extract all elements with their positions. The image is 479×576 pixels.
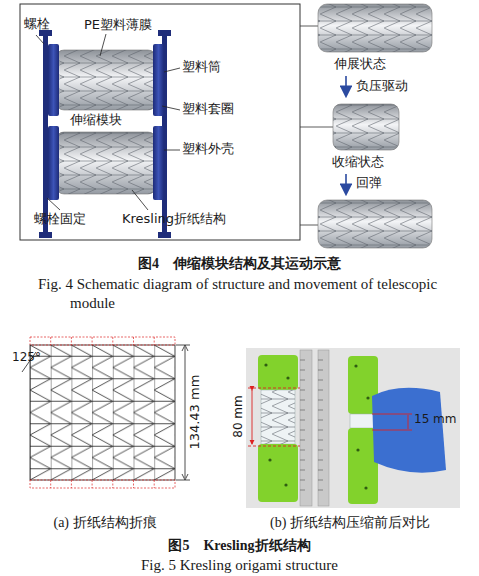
contracted-state — [333, 104, 399, 150]
action-label: 负压驱动 — [356, 78, 436, 94]
state-arrow — [345, 76, 347, 95]
part-label: 塑料套圈 — [182, 101, 262, 117]
figure-frame — [20, 4, 300, 240]
part-label: 塑料外壳 — [182, 141, 262, 157]
part-label: 螺栓 — [24, 16, 64, 32]
part-label: 螺栓固定 — [34, 211, 114, 227]
figure-caption: 图5 Kresling折纸结构 — [0, 537, 479, 555]
dimension-label: 134.43 mm — [187, 367, 203, 457]
leader-lines — [36, 34, 180, 210]
angle-label: 125° — [12, 350, 52, 365]
part-label: Kresling折纸结构 — [122, 211, 262, 227]
figure-caption: 图4 伸缩模块结构及其运动示意 — [0, 255, 479, 273]
compression-photo — [246, 348, 460, 508]
figure-caption: Fig. 5 Kresling origami structure — [0, 556, 479, 575]
state-connectors — [300, 26, 333, 225]
extended-state — [318, 4, 432, 52]
part-label: 塑料筒 — [182, 59, 252, 75]
subfigure-caption: (a) 折纸结构折痕 — [15, 514, 195, 532]
bolt-rods — [39, 30, 171, 238]
action-label: 回弹 — [356, 175, 416, 191]
dimension-label: 15 mm — [414, 412, 464, 427]
telescopic-module — [48, 126, 164, 200]
figure-caption: Fig. 4 Schematic diagram of structure an… — [38, 275, 458, 313]
telescopic-module — [48, 44, 164, 116]
state-label: 收缩状态 — [332, 154, 412, 170]
subfigure-caption: (b) 折纸结构压缩前后对比 — [225, 514, 475, 532]
state-arrow — [345, 174, 347, 193]
state-label: 伸展状态 — [334, 56, 414, 72]
crease-pattern — [22, 337, 190, 488]
rebound-state — [318, 200, 432, 248]
module-label: 伸缩模块 — [70, 112, 150, 128]
part-label: PE塑料薄膜 — [84, 17, 174, 33]
dimension-label: 80 mm — [231, 377, 246, 457]
